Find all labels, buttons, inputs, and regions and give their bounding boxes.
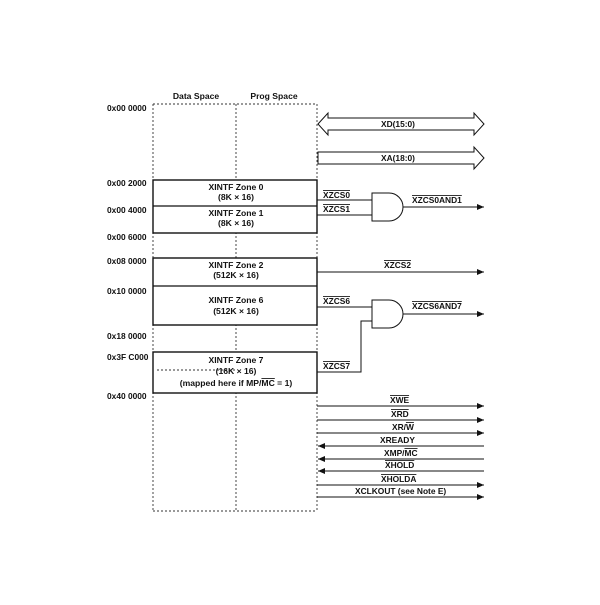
xholda-label: XHOLDA: [381, 474, 416, 484]
xrd-label: XRD: [391, 409, 409, 419]
address-labels: 0x00 0000 0x00 2000 0x00 4000 0x00 6000 …: [107, 103, 149, 401]
zone-7-note: (mapped here if MP/MC = 1): [180, 378, 293, 388]
xzcs6and7-label: XZCS6AND7: [412, 301, 462, 311]
control-signal-labels: XWE XRD XR/W XREADY XMP/MC XHOLD XHOLDA …: [355, 395, 446, 496]
zone-7-title: XINTF Zone 7: [209, 355, 264, 365]
address-label: 0x3F C000: [107, 352, 149, 362]
control-signal-lines: [317, 403, 484, 500]
xmp-mc-label: XMP/MC: [384, 448, 418, 458]
address-bus-label: XA(18:0): [381, 153, 415, 163]
xzcs0-label: XZCS0: [323, 190, 350, 200]
address-label: 0x00 0000: [107, 103, 147, 113]
zcs0-zcs1-logic: [317, 192, 484, 222]
xclkout-label: XCLKOUT (see Note E): [355, 486, 446, 496]
xhold-label: XHOLD: [385, 460, 414, 470]
xrw-label: XR/W: [392, 422, 414, 432]
zone-0-1-block: XINTF Zone 0 (8K × 16) XINTF Zone 1 (8K …: [152, 179, 318, 234]
xzcs2-label: XZCS2: [384, 260, 411, 270]
address-label: 0x00 4000: [107, 205, 147, 215]
zone-1-size: (8K × 16): [218, 218, 254, 228]
and-gate-0-1: [371, 192, 404, 222]
address-label: 0x00 6000: [107, 232, 147, 242]
zone-6-size: (512K × 16): [213, 306, 259, 316]
memory-space-outline: [152, 103, 318, 512]
zone-2-size: (512K × 16): [213, 270, 259, 280]
and-gate-6-7: [371, 299, 404, 329]
xzcs1-label: XZCS1: [323, 204, 350, 214]
address-label: 0x18 0000: [107, 331, 147, 341]
address-label: 0x10 0000: [107, 286, 147, 296]
xzcs6-label: XZCS6: [323, 296, 350, 306]
xzcs0and1-label: XZCS0AND1: [412, 195, 462, 205]
zone-6-title: XINTF Zone 6: [209, 295, 264, 305]
zone-0-size: (8K × 16): [218, 192, 254, 202]
prog-space-header: Prog Space: [250, 91, 298, 101]
address-label: 0x00 2000: [107, 178, 147, 188]
data-bus-xd: XD(15:0): [317, 111, 485, 137]
zone-2-6-block: XINTF Zone 2 (512K × 16) XINTF Zone 6 (5…: [152, 257, 318, 326]
zone-7-size: (16K × 16): [216, 366, 257, 376]
zone-2-title: XINTF Zone 2: [209, 260, 264, 270]
data-bus-label: XD(15:0): [381, 119, 415, 129]
xzcs7-label: XZCS7: [323, 361, 350, 371]
address-label: 0x08 0000: [107, 256, 147, 266]
xready-label: XREADY: [380, 435, 415, 445]
address-label: 0x40 0000: [107, 391, 147, 401]
zone-0-title: XINTF Zone 0: [209, 182, 264, 192]
address-bus-xa: XA(18:0): [317, 145, 485, 171]
data-space-header: Data Space: [173, 91, 220, 101]
zcs6-zcs7-logic: [317, 299, 484, 373]
zone-1-title: XINTF Zone 1: [209, 208, 264, 218]
xzcs7-line: [317, 320, 372, 373]
xwe-label: XWE: [390, 395, 409, 405]
zone-7-block: XINTF Zone 7 (16K × 16) (mapped here if …: [152, 351, 318, 394]
